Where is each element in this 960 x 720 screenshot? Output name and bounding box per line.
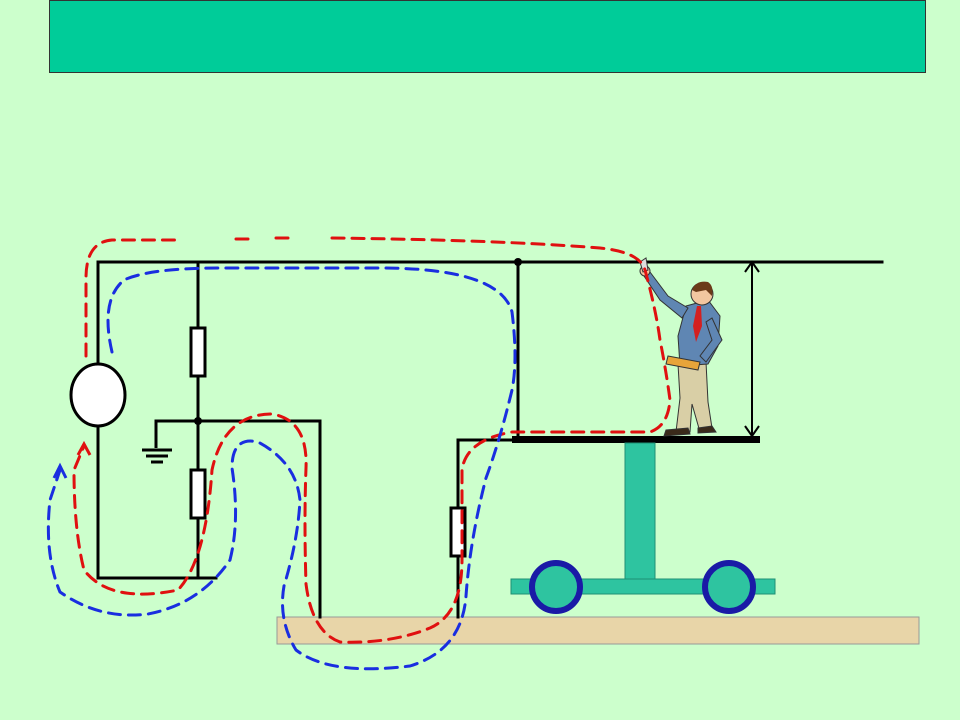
cart-platform (512, 436, 760, 443)
worker-figure-icon (639, 257, 723, 437)
title-banner (49, 0, 926, 73)
cart-wheel-right (702, 560, 756, 614)
insulation-resistor-lower (189, 468, 207, 520)
worker-shoe-right (697, 425, 717, 434)
insulation-resistor-upper (189, 326, 207, 378)
worker-hair (692, 281, 713, 296)
current-path-red (72, 236, 672, 644)
worker-lower-arm (699, 317, 723, 363)
platform-leakage-lead (456, 438, 514, 619)
current-path-blue-arrowhead (52, 462, 68, 479)
height-double-arrow-icon (744, 260, 760, 438)
worker-legs (675, 361, 713, 433)
cart-wheel-left (529, 560, 583, 614)
worker-tie (693, 306, 702, 342)
worker-tool-icon (665, 355, 701, 371)
worker-shoe-left (663, 427, 691, 437)
ground-symbol-icon (142, 421, 172, 464)
cart-column (624, 442, 656, 581)
current-path-red-arrowhead (76, 440, 92, 456)
insulated-platform-cart-icon (510, 436, 776, 614)
current-path-blue (46, 266, 517, 671)
neutral-branch (154, 419, 322, 619)
junction-dot-neutral (194, 417, 202, 425)
source-lower-lead (96, 423, 218, 580)
voltage-source (69, 362, 127, 428)
ground-strip (276, 616, 920, 645)
conductors (96, 260, 884, 619)
junction-dot-top (514, 258, 522, 266)
